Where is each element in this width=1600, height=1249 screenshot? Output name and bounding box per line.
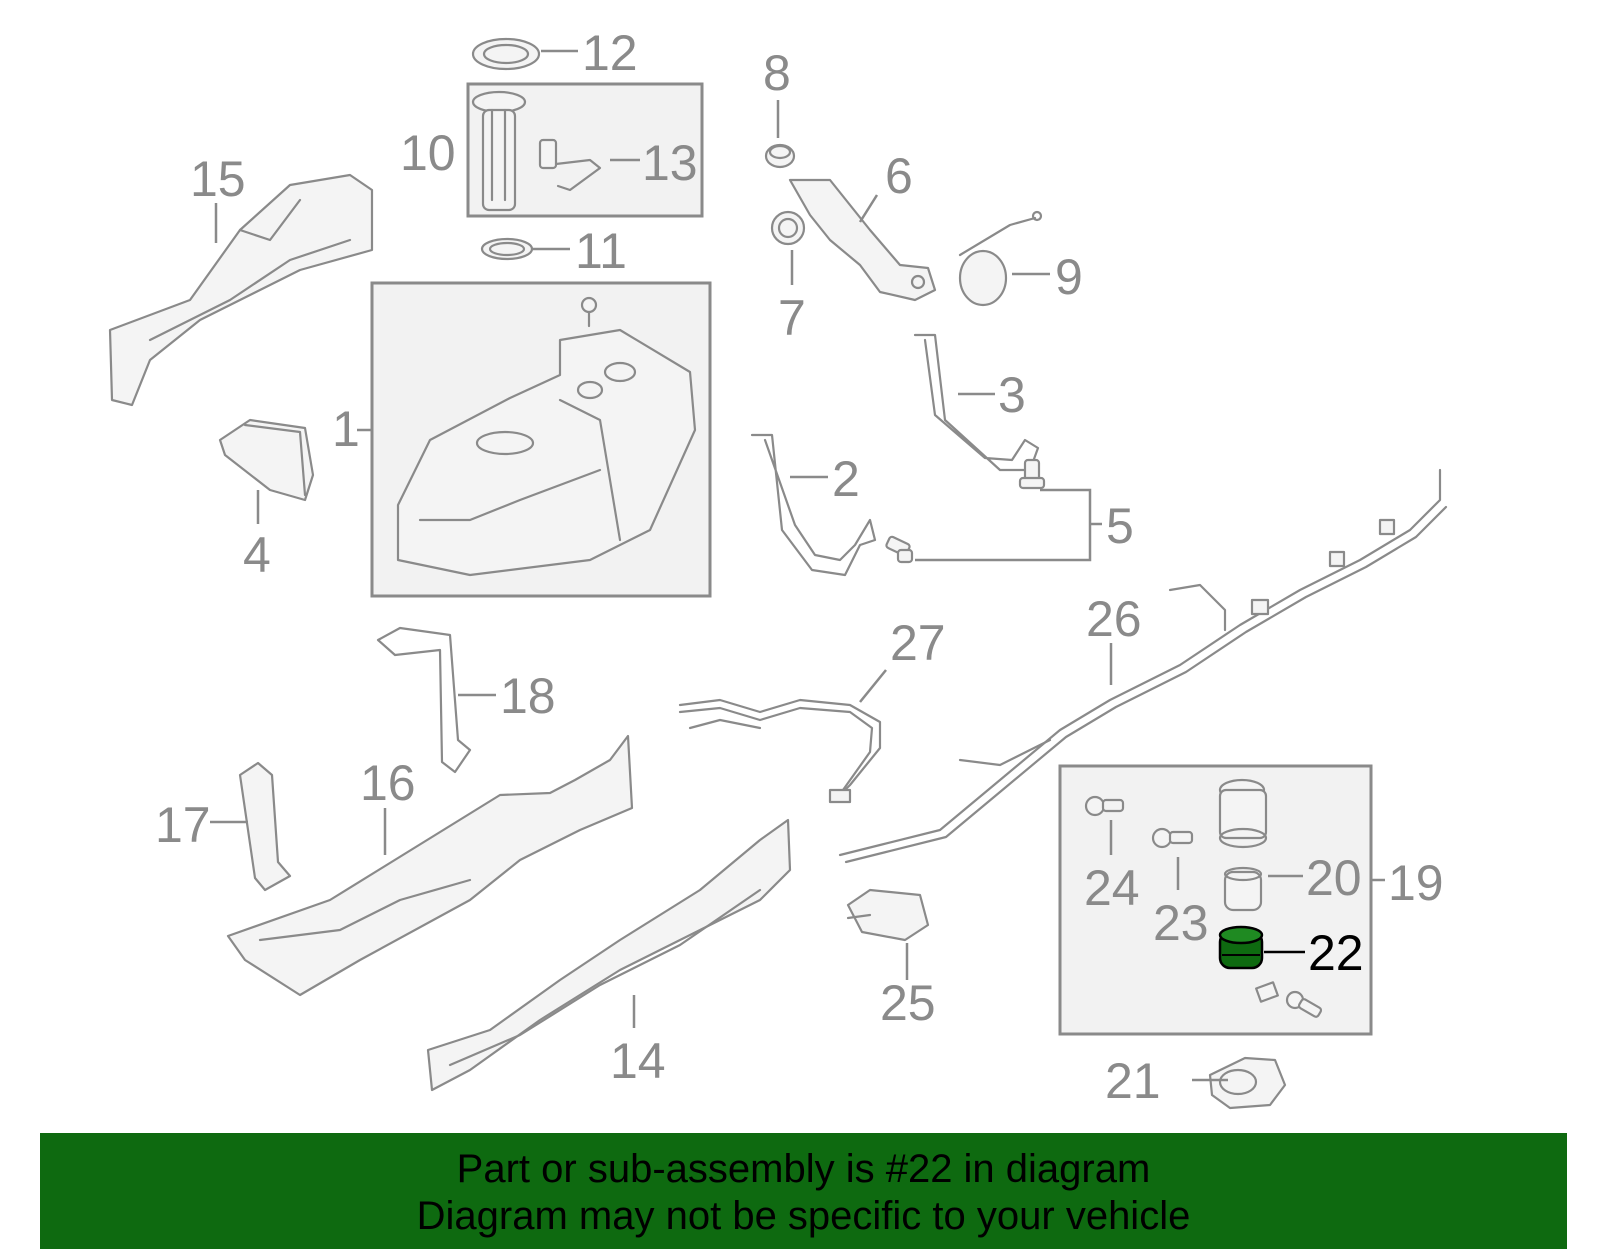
part-1-fuel-tank (396, 296, 697, 577)
part-5-bolts (885, 458, 1046, 564)
callout-21: 21 (1105, 1053, 1161, 1109)
callout-8: 8 (763, 45, 791, 101)
part-3-strap (913, 333, 1040, 472)
leader-lines (210, 49, 1385, 1082)
callout-9: 9 (1055, 249, 1083, 305)
part-bolt-washer (1255, 981, 1323, 1018)
part-22-highlighted-cap (1218, 925, 1264, 970)
part-25-valve (846, 888, 930, 942)
part-18-strap (376, 626, 472, 774)
callout-14: 14 (610, 1033, 666, 1089)
callout-25: 25 (880, 975, 936, 1031)
callout-22-highlighted: 22 (1308, 925, 1364, 981)
part-16-skid-plate (226, 734, 634, 997)
callout-17: 17 (155, 797, 211, 853)
part-17-bracket (238, 761, 292, 892)
part-4-bracket (218, 418, 315, 502)
callout-19: 19 (1388, 855, 1444, 911)
part-23-bolt (1151, 827, 1194, 849)
callout-1: 1 (332, 401, 360, 457)
part-27-fuel-lines (678, 698, 882, 804)
callout-7: 7 (778, 290, 806, 346)
callout-2: 2 (832, 451, 860, 507)
part-20-filter-element (1223, 866, 1263, 912)
callout-13: 13 (642, 135, 698, 191)
part-11-seal (480, 237, 534, 261)
callout-27: 27 (890, 615, 946, 671)
banner-line-2: Diagram may not be specific to your vehi… (416, 1194, 1191, 1238)
info-banner: Part or sub-assembly is #22 in diagram D… (40, 1133, 1567, 1249)
callout-6: 6 (885, 148, 913, 204)
part-9-filler-door (958, 210, 1043, 307)
part-13-sender (538, 138, 602, 192)
callout-15: 15 (190, 151, 246, 207)
callout-23: 23 (1153, 895, 1209, 951)
callout-12: 12 (582, 25, 638, 81)
callout-24: 24 (1084, 860, 1140, 916)
part-6-filler-pipe (788, 178, 937, 302)
callout-5: 5 (1106, 498, 1134, 554)
callout-20: 20 (1306, 850, 1362, 906)
part-7-clamp (770, 210, 806, 246)
part-10-fuel-pump (471, 90, 527, 212)
callout-26: 26 (1086, 591, 1142, 647)
part-19-filter-assembly (1218, 778, 1268, 849)
part-24-bolt (1084, 795, 1125, 817)
callout-labels: 12 10 13 11 8 6 7 9 15 1 4 3 2 5 18 17 1… (155, 25, 1444, 1109)
banner-line-1: Part or sub-assembly is #22 in diagram (456, 1147, 1151, 1191)
part-12-lock-ring (471, 37, 541, 71)
callout-16: 16 (360, 755, 416, 811)
part-8-cap (764, 143, 796, 169)
part-14-shield (426, 818, 792, 1092)
callout-18: 18 (500, 668, 556, 724)
callout-10: 10 (400, 125, 456, 181)
callout-3: 3 (998, 367, 1026, 423)
part-26-fuel-lines (838, 468, 1448, 864)
part-2-strap (750, 433, 877, 577)
part-15-shield (108, 173, 374, 407)
part-21-bracket (1208, 1056, 1287, 1110)
callout-11: 11 (575, 223, 627, 279)
callout-4: 4 (243, 527, 271, 583)
